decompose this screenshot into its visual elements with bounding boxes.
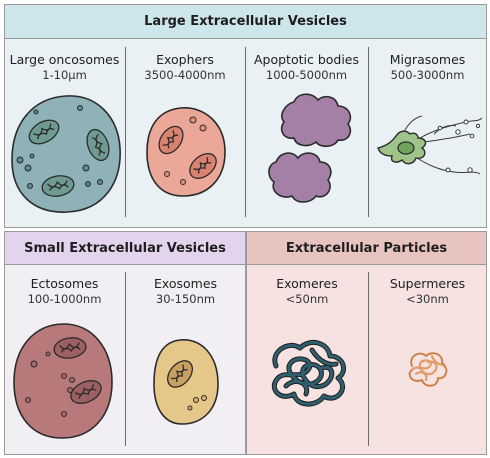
exosomes-label: Exosomes 30-150nm (125, 276, 246, 307)
divider (368, 47, 369, 217)
item-size: 1-10μm (42, 68, 87, 82)
item-name: Large oncosomes (9, 52, 120, 67)
supermeres-label: Supermeres <30nm (368, 276, 487, 307)
particles-panel (246, 231, 487, 455)
exomere-illustration (271, 339, 347, 407)
exomeres-label: Exomeres <50nm (246, 276, 368, 307)
ectosomes-label: Ectosomes 100-1000nm (4, 276, 125, 307)
item-name: Exomeres (276, 276, 338, 291)
divider (125, 272, 126, 446)
large-ev-title: Large Extracellular Vesicles (144, 14, 347, 29)
item-name: Exosomes (153, 276, 218, 291)
item-size: <30nm (406, 292, 449, 306)
item-size: 500-3000nm (390, 68, 465, 82)
item-name: Migrasomes (389, 52, 466, 67)
particles-title: Extracellular Particles (285, 240, 448, 256)
divider (245, 47, 246, 217)
ectosome-illustration (13, 323, 113, 439)
item-name: Supermeres (389, 276, 466, 291)
item-size: 1000-5000nm (265, 68, 348, 82)
migrasome-illustration (377, 115, 483, 175)
item-size: 3500-4000nm (144, 68, 226, 82)
item-name: Exophers (156, 52, 214, 67)
apoptotic-bodies-label: Apoptotic bodies 1000-5000nm (245, 52, 368, 83)
particles-header: Extracellular Particles (246, 231, 487, 265)
small-ev-header: Small Extracellular Vesicles (4, 231, 246, 265)
item-size: <50nm (285, 292, 329, 306)
item-size: 100-1000nm (27, 292, 102, 306)
migrasomes-label: Migrasomes 500-3000nm (368, 52, 487, 83)
item-name: Apoptotic bodies (253, 52, 360, 67)
supermere-illustration (408, 352, 448, 387)
small-ev-title: Small Extracellular Vesicles (24, 240, 226, 256)
large-oncosomes-label: Large oncosomes 1-10μm (4, 52, 125, 83)
exopher-illustration (146, 107, 226, 197)
exophers-label: Exophers 3500-4000nm (125, 52, 245, 83)
item-size: 30-150nm (155, 292, 216, 306)
large-oncosome-illustration (11, 95, 121, 213)
divider (125, 47, 126, 217)
apoptotic-bodies-illustration (268, 93, 352, 203)
exosome-illustration (153, 339, 219, 425)
divider (368, 272, 369, 446)
item-name: Ectosomes (30, 276, 99, 291)
large-ev-header: Large Extracellular Vesicles (4, 4, 487, 39)
